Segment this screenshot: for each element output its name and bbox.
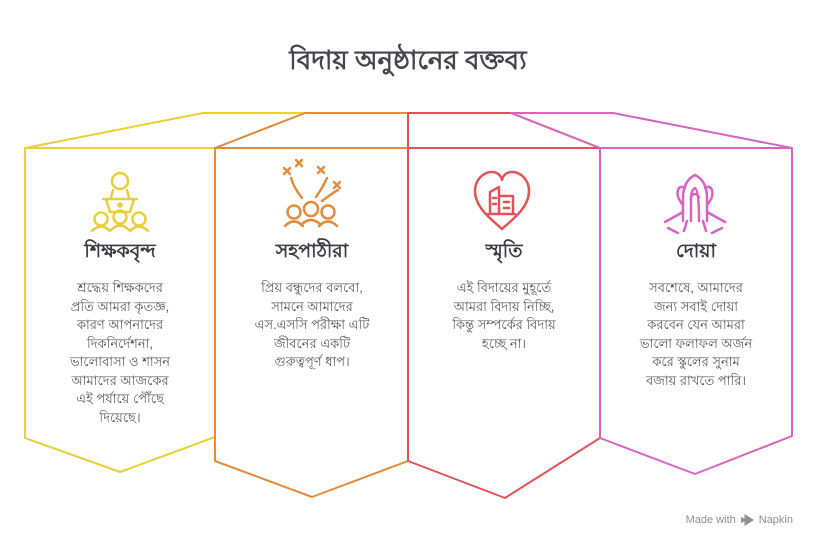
card-4-body: সবশেষে, আমাদের জন্য সবাই দোয়া করবেন যেন… (639, 280, 753, 388)
card-3-roof (407, 112, 601, 149)
card-2-heading: সহপাঠীরা (275, 241, 349, 262)
card-3-heading: স্মৃতি (485, 241, 523, 262)
watermark-made-with-text: Made with (685, 514, 736, 526)
card-2-face (214, 147, 409, 498)
card-3-face (407, 147, 601, 499)
card-2-roof (214, 112, 409, 149)
card-4-roof (510, 112, 793, 149)
speaker-podium-audience-icon (90, 171, 150, 233)
celebrating-people-icon (282, 158, 342, 228)
card-4-outline (510, 112, 793, 475)
card-3-body: এই বিদায়ের মুহূর্তে আমরা বিদায় নিচ্ছি,… (452, 280, 556, 351)
praying-hands-icon (663, 173, 727, 235)
card-4-face (599, 147, 793, 475)
card-1-heading: শিক্ষকবৃন্দ (84, 241, 156, 262)
napkin-logo-icon (740, 514, 754, 526)
heart-school-icon (473, 170, 531, 231)
card-2-body: প্রিয় বন্ধুদের বলবো, সামনে আমাদের এস.এস… (254, 280, 370, 369)
watermark-brand-text: Napkin (758, 514, 793, 526)
page-title: বিদায় অনুষ্ঠানের বক্তব্য (289, 45, 527, 75)
card-1-roof (24, 112, 306, 149)
watermark: Made with Napkin (686, 514, 793, 526)
card-1-body: শ্রদ্ধেয় শিক্ষকদের প্রতি আমরা কৃতজ্ঞ, ক… (69, 280, 171, 425)
card-4-heading: দোয়া (676, 241, 716, 262)
card-1-face (24, 147, 216, 473)
